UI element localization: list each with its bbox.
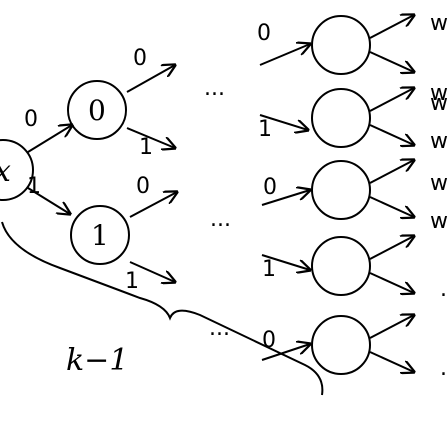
root-node-label: x bbox=[0, 154, 11, 189]
leaf1-out-down bbox=[369, 51, 414, 72]
leaf1-out-down-label: w bbox=[430, 81, 448, 106]
ellipsis-2: ... bbox=[210, 207, 231, 232]
node-1-label: 1 bbox=[91, 219, 109, 252]
edge-root-1-label: 1 bbox=[27, 174, 41, 199]
leaf2-out-down-label: w bbox=[430, 129, 448, 154]
leaf3-out-up-label: w bbox=[430, 171, 448, 196]
leaf2-in-edge bbox=[259, 114, 308, 130]
leaf-node-2 bbox=[311, 88, 371, 148]
leaf4-in-label: 1 bbox=[262, 257, 276, 282]
edge-node0-up-label: 0 bbox=[133, 46, 147, 71]
node-1 bbox=[70, 205, 130, 265]
leaf2-out-up-label: w bbox=[430, 91, 448, 116]
ellipsis-1: ... bbox=[204, 76, 225, 101]
edge-node1-down-label: 1 bbox=[125, 269, 139, 294]
edge-root-0-label: 0 bbox=[24, 107, 38, 132]
leaf-node-4 bbox=[311, 236, 371, 296]
leaf1-in-edge bbox=[259, 44, 310, 66]
edge-node0-up bbox=[126, 65, 175, 93]
edge-node1-up-label: 0 bbox=[136, 174, 150, 199]
leaf1-out-up bbox=[369, 15, 414, 39]
leaf5-in-edge bbox=[261, 344, 310, 361]
edge-node0-down-label: 1 bbox=[139, 135, 153, 160]
edge-node1-up bbox=[129, 192, 177, 218]
leaf3-out-down bbox=[369, 196, 414, 217]
leaf2-in-label: 1 bbox=[258, 117, 272, 142]
leaf5-out-down bbox=[369, 351, 414, 372]
edge-root-to-1 bbox=[27, 187, 70, 214]
leaf4-out-down bbox=[369, 272, 414, 293]
leaf1-out-up-label: w bbox=[430, 11, 448, 36]
leaf3-in-label: 0 bbox=[263, 175, 277, 200]
leaf-node-3 bbox=[311, 160, 371, 220]
node-0-label: 0 bbox=[88, 94, 106, 127]
leaf3-out-up bbox=[369, 160, 414, 184]
leaf4-out-ellipsis: . bbox=[440, 277, 447, 302]
brace-label: k−1 bbox=[66, 343, 128, 378]
leaf4-in-edge bbox=[261, 254, 310, 270]
leaf3-out-down-label: w bbox=[430, 209, 448, 234]
node-0 bbox=[67, 80, 127, 140]
leaf5-out-ellipsis: . bbox=[440, 356, 447, 381]
edge-root-to-0 bbox=[27, 125, 72, 153]
leaf-node-5 bbox=[311, 315, 371, 375]
root-node bbox=[0, 139, 34, 201]
leaf2-out-up bbox=[369, 88, 414, 112]
depth-brace bbox=[1, 221, 324, 396]
leaf4-out-up bbox=[369, 236, 414, 260]
leaf5-out-up bbox=[369, 315, 414, 339]
leaf-node-1 bbox=[311, 15, 371, 75]
edge-node1-down bbox=[129, 261, 175, 282]
leaf1-in-label: 0 bbox=[257, 21, 271, 46]
leaf2-out-down bbox=[369, 124, 414, 145]
leaf3-in-edge bbox=[261, 190, 310, 206]
edge-node0-down bbox=[126, 127, 175, 148]
